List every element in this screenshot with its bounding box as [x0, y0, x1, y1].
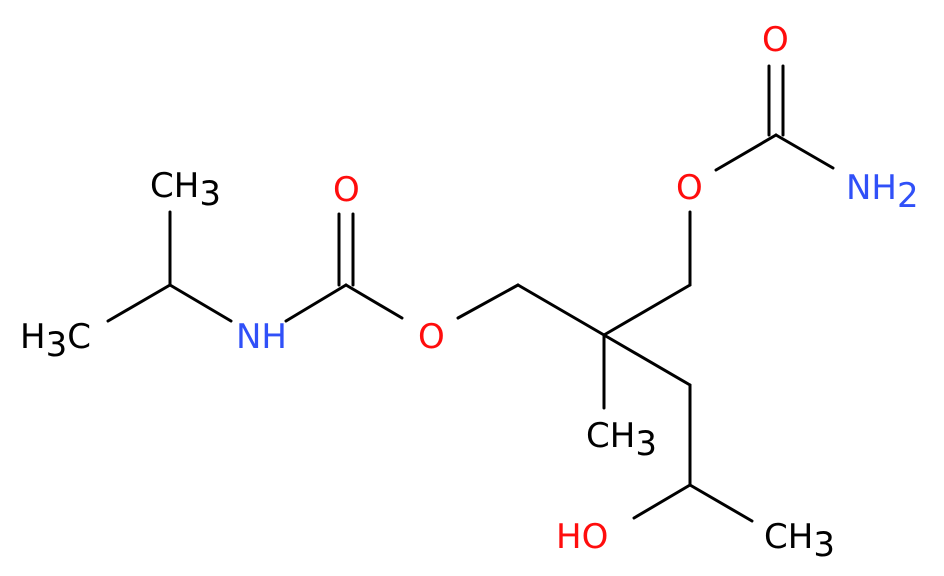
atom-o-ester-left: O	[418, 317, 445, 357]
bond-quaternary-ch2-right	[602, 283, 692, 337]
bond-quaternary-ch2-down	[602, 333, 692, 387]
bond-ch-nh	[168, 283, 233, 323]
bond-lines	[106, 64, 835, 523]
bond-ch2-quaternary-left	[516, 283, 606, 337]
atom-ch3-top-left: CH3	[150, 166, 221, 214]
bond-chOH-oh	[632, 483, 692, 520]
atom-o-carbonyl-right: O	[762, 20, 789, 60]
bond-carbonyl-nh2	[774, 133, 835, 170]
atom-o-carbonyl-left: O	[333, 170, 360, 210]
atom-o-ester-right: O	[676, 168, 703, 208]
atom-ch3-bottom-right: CH3	[764, 517, 835, 565]
bond-ch-ch3-left	[106, 283, 172, 323]
bond-o-ch2-left	[456, 283, 520, 320]
bond-carbonyl-o-ester	[344, 283, 404, 320]
bond-o-carbonyl-right	[714, 133, 778, 172]
atom-ch3-quaternary: CH3	[586, 416, 657, 464]
atom-nh2: NH2	[846, 168, 919, 216]
atom-labels: CH3 H3C NH O O O O NH2 CH3 HO CH3	[20, 20, 919, 565]
bond-nh-carbonyl	[284, 283, 348, 323]
atom-nh: NH	[236, 317, 287, 357]
atom-h3c-left: H3C	[20, 317, 91, 365]
atom-ho: HO	[556, 517, 608, 557]
bond-chOH-ch3	[688, 483, 754, 523]
